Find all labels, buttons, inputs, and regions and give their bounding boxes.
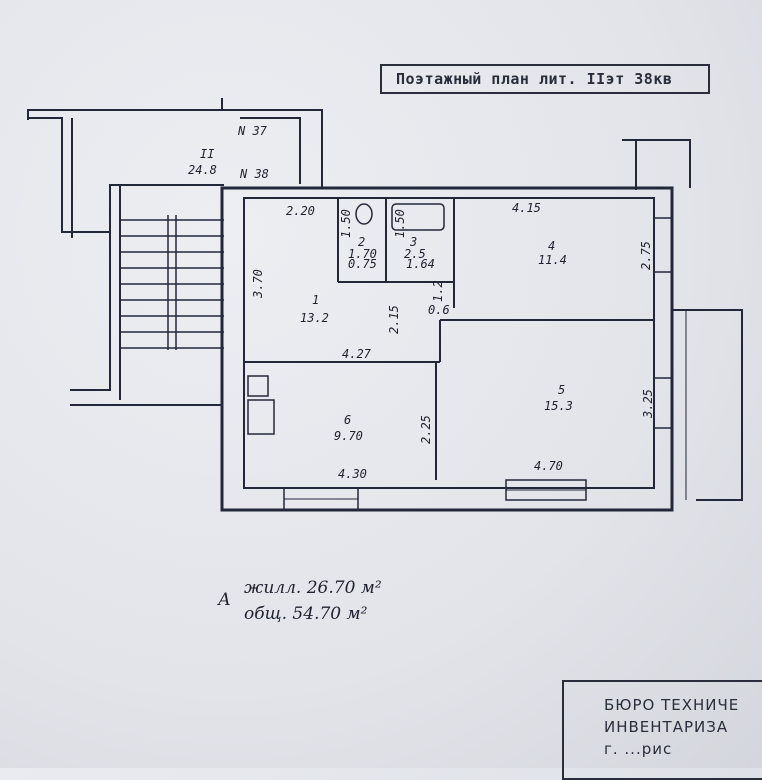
balcony (672, 309, 743, 501)
plan-title: Поэтажный план лит. IIэт 38кв (396, 70, 673, 88)
dim-2-25: 2.25 (419, 415, 433, 444)
dim-2-15: 2.15 (387, 305, 401, 334)
plan-title-stamp: Поэтажный план лит. IIэт 38кв (380, 64, 710, 94)
corridor-inner-wall (240, 117, 301, 184)
dim-1-2: 1.2 (431, 280, 445, 302)
apt-37-label: N 37 (237, 124, 268, 138)
toilet (355, 203, 373, 225)
window-room5-side (653, 377, 673, 429)
room-II-num: II (200, 147, 214, 161)
stair-left (70, 185, 111, 391)
dim-1-64: 1.64 (406, 257, 435, 271)
inner-wall (243, 197, 655, 489)
room-3-num: 3 (409, 235, 417, 249)
dim-0-75: 0.75 (348, 257, 377, 271)
bathtub (391, 203, 445, 231)
window-room4 (653, 217, 673, 273)
dim-2-75: 2.75 (639, 241, 653, 270)
bureau-line-1: БЮРО ТЕХНИЧЕ (604, 696, 740, 714)
dim-3-25: 3.25 (641, 389, 655, 419)
room-2-num: 2 (358, 235, 365, 249)
bureau-line-3: г. ...рис (604, 740, 673, 758)
room-6-num: 6 (344, 413, 351, 427)
apt-38-label: N 38 (239, 167, 269, 181)
sink (247, 375, 269, 397)
total-area: общ. 54.70 м² (244, 604, 368, 624)
stove (247, 399, 275, 435)
corridor-right-wall (218, 109, 323, 188)
room-4-num: 4 (548, 239, 555, 253)
roof-stub (622, 139, 691, 188)
room-3-area: 2.5 (404, 247, 426, 261)
dim-2-20: 2.20 (286, 204, 315, 218)
dim-1-50: 1.50 (339, 209, 353, 238)
plan-walls (27, 98, 743, 512)
dim-4-15: 4.15 (512, 201, 541, 215)
bureau-line-2: ИНВЕНТАРИЗА (604, 718, 729, 736)
room-2-area: 1.70 (348, 247, 377, 261)
stair-steps (120, 215, 224, 350)
corridor-top-wall (27, 98, 223, 120)
room-1-area: 13.2 (300, 311, 329, 325)
bureau-stamp: БЮРО ТЕХНИЧЕ ИНВЕНТАРИЗА г. ...рис (562, 680, 762, 780)
dim-1-50b: 1.50 (393, 209, 407, 238)
dim-4-70: 4.70 (534, 459, 563, 473)
dim-4-27: 4.27 (342, 347, 372, 361)
room-4-area: 11.4 (538, 253, 567, 267)
room-1-num: 1 (312, 293, 319, 307)
room-6-area: 9.70 (334, 429, 363, 443)
dim-4-30: 4.30 (338, 467, 367, 481)
dim-0-6: 0.6 (428, 303, 450, 317)
outer-wall (220, 186, 674, 512)
stair-wall-left (28, 117, 224, 233)
dim-3-70: 3.70 (251, 269, 265, 299)
room-II-area: 24.8 (188, 163, 217, 177)
room-5-area: 15.3 (544, 399, 573, 413)
area-prefix: А (218, 590, 231, 610)
room-5-num: 5 (558, 383, 565, 397)
living-area: жилл. 26.70 м² (244, 578, 382, 598)
